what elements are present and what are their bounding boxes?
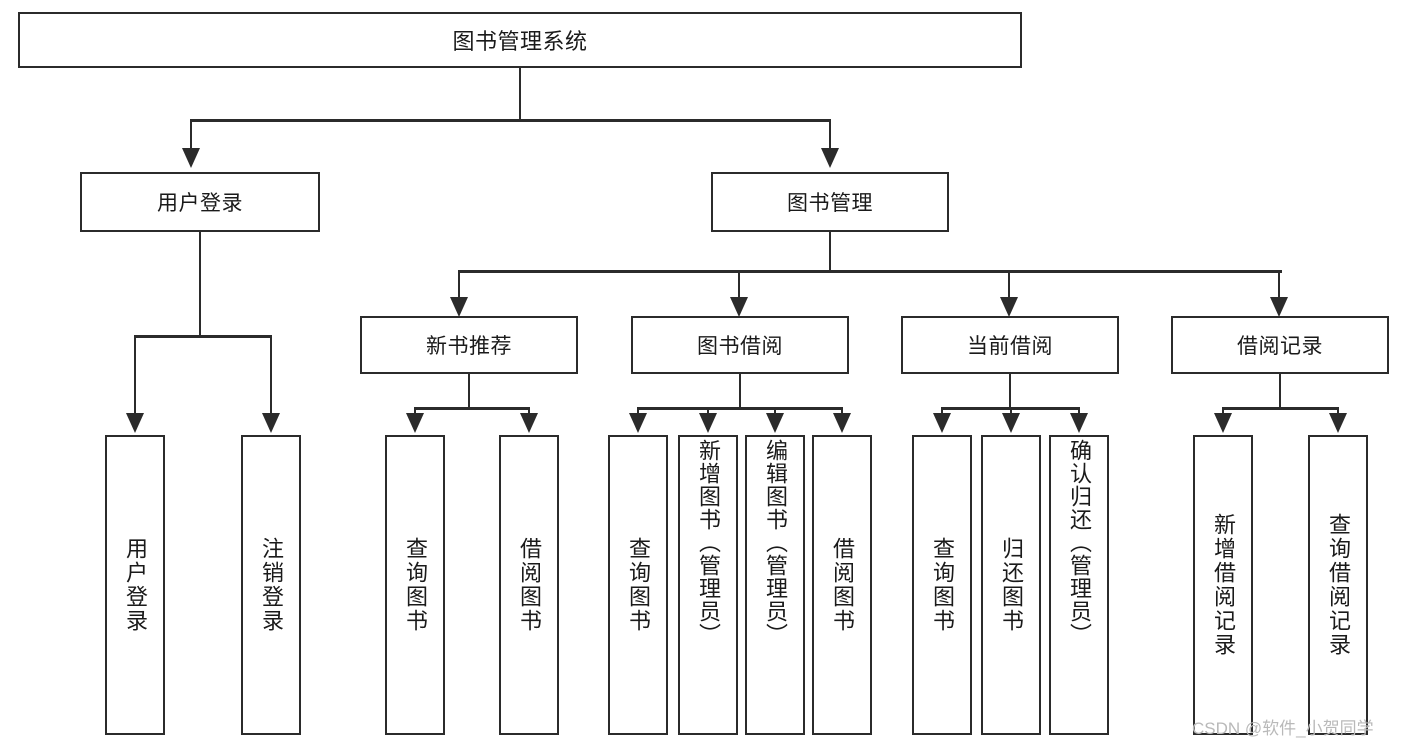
node-label: 新增图书（管理员） (696, 439, 721, 646)
connector-to-new-book-recommend (458, 270, 460, 300)
leaf-query-book-recommend[interactable]: 查询图书 (385, 435, 445, 735)
connector-user-login-child-1 (134, 335, 136, 415)
leaf-edit-book-admin[interactable]: 编辑图书（管理员） (745, 435, 805, 735)
node-label: 确认归还（管理员） (1067, 439, 1092, 646)
connector-book-borrow-child-4 (841, 407, 843, 417)
connector-book-management-stem (829, 232, 831, 272)
arrowhead-borrow-records-child-1 (1214, 413, 1232, 433)
connector-book-management-split-bar (458, 270, 1282, 273)
arrowhead-to-borrow-records (1270, 297, 1288, 317)
connector-to-user-login (190, 119, 192, 151)
node-label: 查询图书 (403, 537, 428, 633)
arrowhead-current-borrow-child-1 (933, 413, 951, 433)
node-label: 归还图书 (999, 537, 1024, 633)
connector-to-book-borrow (738, 270, 740, 300)
connector-user-login-stem (199, 232, 201, 336)
node-label: 图书管理系统 (452, 29, 588, 54)
node-label: 借阅记录 (1237, 335, 1323, 358)
arrowhead-book-borrow-child-1 (629, 413, 647, 433)
connector-new-book-recommend-stem (468, 374, 470, 408)
connector-current-borrow-child-1 (941, 407, 943, 417)
arrowhead-user-login-child-1 (126, 413, 144, 433)
node-label: 图书管理 (787, 192, 873, 215)
connector-new-book-recommend-split-bar (414, 407, 530, 410)
connector-new-book-recommend-child-2 (528, 407, 530, 417)
connector-borrow-records-child-2 (1337, 407, 1339, 417)
arrowhead-book-borrow-child-2 (699, 413, 717, 433)
arrowhead-current-borrow-child-2 (1002, 413, 1020, 433)
leaf-logout[interactable]: 注销登录 (241, 435, 301, 735)
node-root-library-management-system[interactable]: 图书管理系统 (18, 12, 1022, 68)
leaf-query-book-borrow[interactable]: 查询图书 (608, 435, 668, 735)
node-new-book-recommend[interactable]: 新书推荐 (360, 316, 578, 374)
leaf-confirm-return-admin[interactable]: 确认归还（管理员） (1049, 435, 1109, 735)
connector-book-borrow-child-3 (774, 407, 776, 417)
node-label: 注销登录 (259, 537, 284, 633)
arrowhead-user-login-child-2 (262, 413, 280, 433)
arrowhead-new-book-recommend-child-2 (520, 413, 538, 433)
node-label: 查询借阅记录 (1326, 513, 1351, 657)
node-book-borrow[interactable]: 图书借阅 (631, 316, 849, 374)
csdn-watermark: CSDN @软件_小贺同学 (1192, 719, 1374, 738)
node-label: 借阅图书 (830, 537, 855, 633)
arrowhead-to-book-management (821, 148, 839, 168)
node-label: 用户登录 (123, 537, 148, 633)
leaf-user-login[interactable]: 用户登录 (105, 435, 165, 735)
connector-user-login-split-bar (134, 335, 271, 338)
node-label: 编辑图书（管理员） (763, 439, 788, 646)
connector-borrow-records-stem (1279, 374, 1281, 408)
leaf-query-book-current[interactable]: 查询图书 (912, 435, 972, 735)
node-user-login[interactable]: 用户登录 (80, 172, 320, 232)
leaf-return-book[interactable]: 归还图书 (981, 435, 1041, 735)
connector-book-borrow-child-1 (637, 407, 639, 417)
node-borrow-records[interactable]: 借阅记录 (1171, 316, 1389, 374)
node-label: 查询图书 (930, 537, 955, 633)
connector-new-book-recommend-child-1 (414, 407, 416, 417)
arrowhead-book-borrow-child-3 (766, 413, 784, 433)
connector-current-borrow-stem (1009, 374, 1011, 408)
connector-to-book-management (829, 119, 831, 151)
node-label: 新书推荐 (426, 335, 512, 358)
connector-user-login-child-2 (270, 335, 272, 415)
node-label: 查询图书 (626, 537, 651, 633)
leaf-add-borrow-record[interactable]: 新增借阅记录 (1193, 435, 1253, 735)
connector-book-borrow-child-2 (707, 407, 709, 417)
connector-current-borrow-child-2 (1010, 407, 1012, 417)
connector-to-borrow-records (1278, 270, 1280, 300)
arrowhead-borrow-records-child-2 (1329, 413, 1347, 433)
connector-to-current-borrow (1008, 270, 1010, 300)
connector-root-stem (519, 68, 521, 120)
arrowhead-current-borrow-child-3 (1070, 413, 1088, 433)
arrowhead-book-borrow-child-4 (833, 413, 851, 433)
arrowhead-to-current-borrow (1000, 297, 1018, 317)
connector-borrow-records-child-1 (1222, 407, 1224, 417)
connector-borrow-records-split-bar (1222, 407, 1339, 410)
connector-root-split-bar (190, 119, 831, 122)
arrowhead-new-book-recommend-child-1 (406, 413, 424, 433)
leaf-query-borrow-record[interactable]: 查询借阅记录 (1308, 435, 1368, 735)
arrowhead-to-book-borrow (730, 297, 748, 317)
leaf-borrow-book[interactable]: 借阅图书 (812, 435, 872, 735)
arrowhead-to-new-book-recommend (450, 297, 468, 317)
connector-current-borrow-child-3 (1078, 407, 1080, 417)
leaf-borrow-book-recommend[interactable]: 借阅图书 (499, 435, 559, 735)
node-book-management[interactable]: 图书管理 (711, 172, 949, 232)
node-label: 图书借阅 (697, 335, 783, 358)
leaf-add-book-admin[interactable]: 新增图书（管理员） (678, 435, 738, 735)
node-label: 新增借阅记录 (1211, 513, 1236, 657)
node-label: 借阅图书 (517, 537, 542, 633)
node-label: 用户登录 (157, 192, 243, 215)
arrowhead-to-user-login (182, 148, 200, 168)
node-current-borrow[interactable]: 当前借阅 (901, 316, 1119, 374)
connector-book-borrow-stem (739, 374, 741, 408)
node-label: 当前借阅 (967, 335, 1053, 358)
connector-book-borrow-split-bar (637, 407, 843, 410)
